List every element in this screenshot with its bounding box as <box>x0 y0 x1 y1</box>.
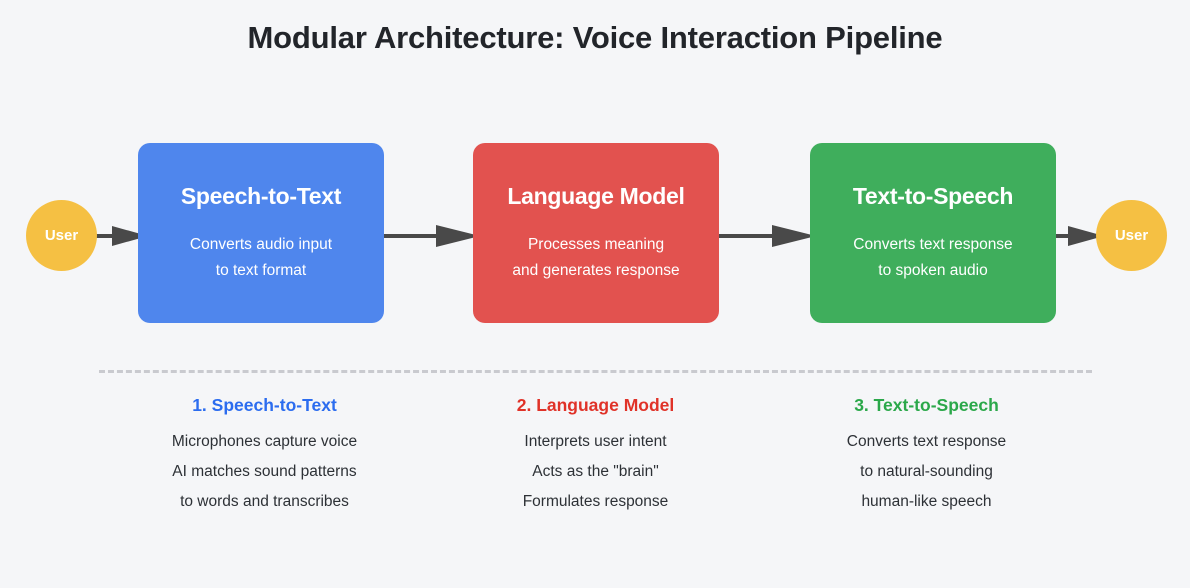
user-node-left: User <box>26 200 97 271</box>
arrow-icon <box>716 225 816 247</box>
legend-line: to words and transcribes <box>180 493 349 510</box>
legend-column-speech-to-text: 1. Speech-to-Text Microphones capture vo… <box>99 395 430 517</box>
legend-line: human-like speech <box>861 493 992 510</box>
legend-heading-text-to-speech: 3. Text-to-Speech <box>854 395 999 415</box>
stage-desc-language-model: Processes meaning and generates response <box>512 232 679 284</box>
legend-column-text-to-speech: 3. Text-to-Speech Converts text response… <box>761 395 1092 517</box>
stage-title-speech-to-text: Speech-to-Text <box>180 182 342 209</box>
legend-line: Microphones capture voice <box>171 433 358 450</box>
stage-desc-speech-to-text: Converts audio input to text format <box>190 232 332 284</box>
legend-line: Formulates response <box>522 493 669 510</box>
stage-desc-line: to spoken audio <box>878 261 988 279</box>
stage-title-text-to-speech: Text-to-Speech <box>852 182 1014 209</box>
user-node-right: User <box>1096 200 1167 271</box>
stage-box-text-to-speech: Text-to-Speech Converts text response to… <box>810 143 1056 323</box>
legend-column-language-model: 2. Language Model Interprets user intent… <box>430 395 761 517</box>
user-node-left-label: User <box>44 227 79 244</box>
stage-desc-line: to text format <box>215 261 307 279</box>
stage-desc-line: and generates response <box>512 261 680 279</box>
legend-line: to natural-sounding <box>860 463 993 480</box>
arrow-icon <box>380 225 480 247</box>
legend-line: Acts as the "brain" <box>532 463 659 480</box>
page-title: Modular Architecture: Voice Interaction … <box>247 20 943 55</box>
arrow-language-model-to-text-to-speech <box>716 224 816 248</box>
legend-line: Interprets user intent <box>524 433 667 450</box>
arrow-text-to-speech-to-user <box>1052 224 1104 248</box>
arrow-icon <box>1052 226 1104 246</box>
section-divider <box>99 370 1092 373</box>
stage-desc-line: Converts text response <box>853 235 1013 253</box>
stage-title-language-model: Language Model <box>507 182 685 209</box>
stage-desc-line: Converts audio input <box>189 235 333 253</box>
legend: 1. Speech-to-Text Microphones capture vo… <box>99 395 1092 517</box>
legend-line: Converts text response <box>846 433 1007 450</box>
legend-heading-speech-to-text: 1. Speech-to-Text <box>192 395 337 415</box>
stage-box-language-model: Language Model Processes meaning and gen… <box>473 143 719 323</box>
stage-desc-text-to-speech: Converts text response to spoken audio <box>853 232 1012 284</box>
user-node-right-label: User <box>1114 227 1149 244</box>
arrow-speech-to-text-to-language-model <box>380 224 480 248</box>
stage-desc-line: Processes meaning <box>527 235 665 253</box>
stage-box-speech-to-text: Speech-to-Text Converts audio input to t… <box>138 143 384 323</box>
legend-line: AI matches sound patterns <box>172 463 357 480</box>
legend-heading-language-model: 2. Language Model <box>516 395 675 415</box>
